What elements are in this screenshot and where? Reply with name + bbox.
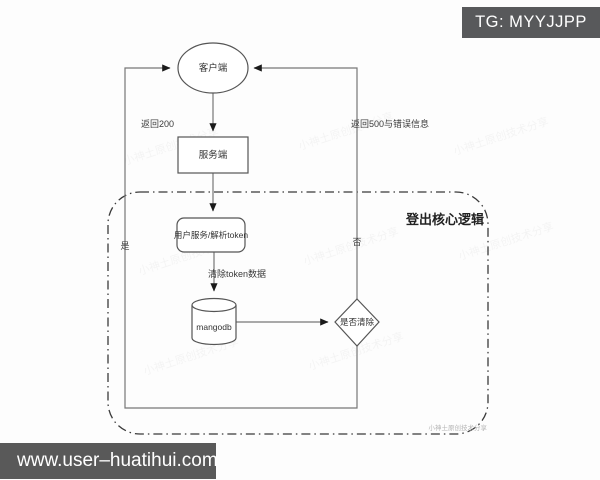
- edge-label-return-200: 返回200: [141, 118, 174, 129]
- user-service-node: [176, 217, 246, 253]
- server-node: [177, 136, 249, 174]
- user-service-node-label: 用户服务/解析token: [174, 230, 248, 240]
- corner-watermark: 小神土原创技术分享: [429, 423, 488, 432]
- client-node-label: 客户端: [199, 62, 228, 74]
- tg-badge: TG: MYYJJPP: [462, 7, 600, 38]
- background-watermark-text: 小神土原创技术分享: [302, 224, 400, 268]
- database-cylinder-top: [191, 297, 237, 313]
- database-node-label: mangodb: [196, 322, 232, 332]
- logout-core-logic-container: [107, 191, 489, 435]
- edge-label-clear-token: 清除token数据: [208, 268, 266, 279]
- edge-label-yes: 是: [120, 241, 129, 251]
- database-node: mangodb: [191, 297, 237, 346]
- flow-connectors: [124, 64, 358, 409]
- client-node: [177, 42, 249, 94]
- url-watermark-bar: www.user–huatihui.com: [0, 443, 218, 479]
- background-watermark-text: 小神土原创技术分享: [297, 109, 395, 153]
- database-cylinder-body: [191, 305, 237, 346]
- background-watermark-text: 小神土原创技术分享: [452, 114, 550, 158]
- edge-label-no: 否: [352, 237, 361, 247]
- edge-label-return-500: 返回500与错误信息: [351, 118, 429, 129]
- arrow-decision-no-to-client: [253, 64, 358, 299]
- arrow-decision-yes-to-client: [124, 64, 358, 409]
- url-watermark-text: www.user–huatihui.com: [17, 450, 218, 471]
- container-title: 登出核心逻辑: [405, 212, 484, 227]
- decision-node-label: 是否清除: [340, 317, 375, 327]
- tg-badge-label: TG: MYYJJPP: [475, 13, 587, 31]
- decision-node: [334, 298, 380, 347]
- server-node-label: 服务端: [199, 149, 228, 161]
